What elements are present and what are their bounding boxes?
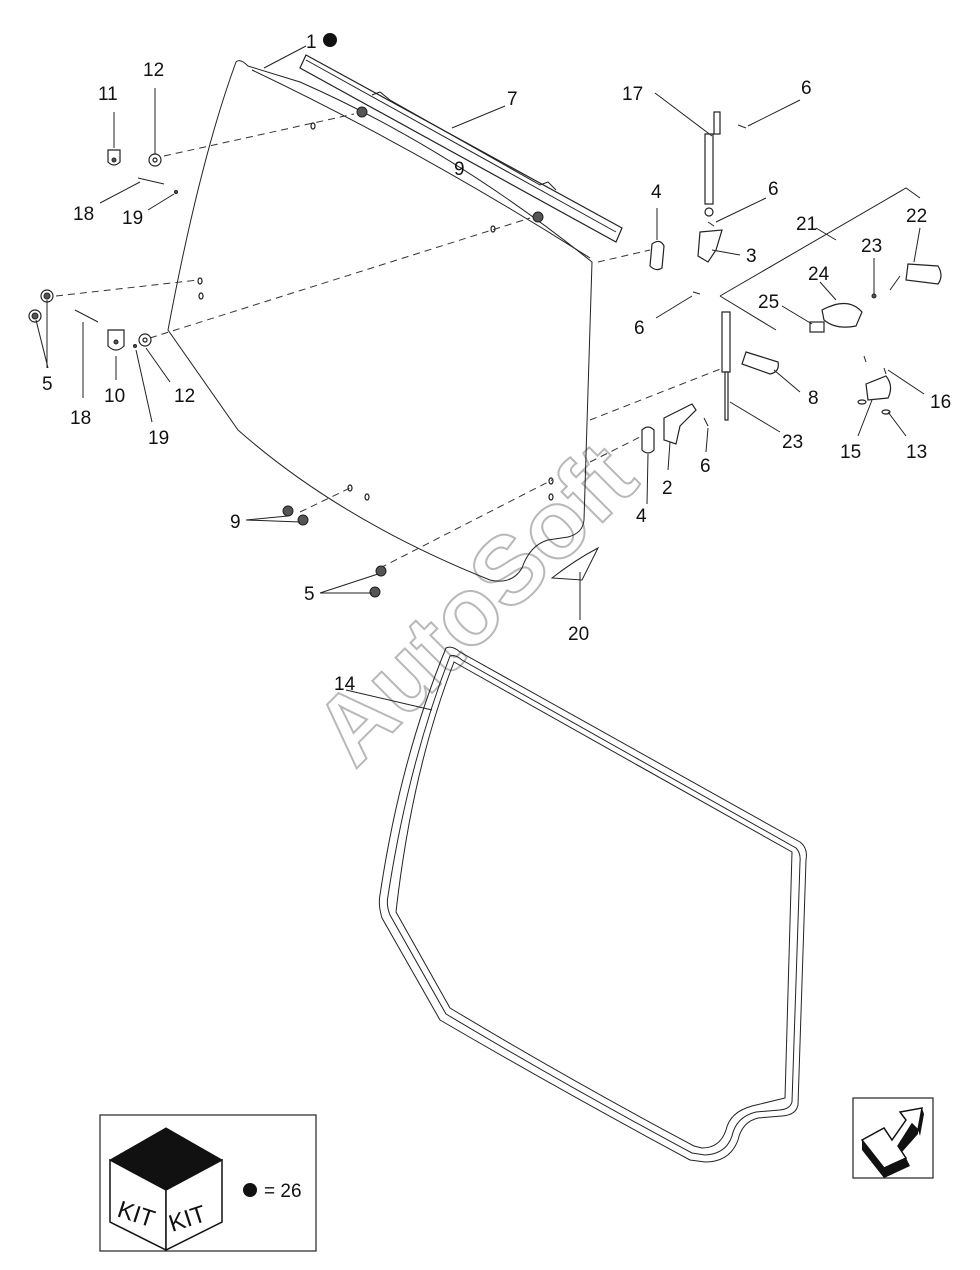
callout-20: 20 <box>568 624 589 645</box>
callout-23: 23 <box>782 432 803 453</box>
callout-13: 13 <box>906 442 927 463</box>
callout-15: 15 <box>840 442 861 463</box>
callout-4: 4 <box>636 506 647 527</box>
next-page-arrow-button[interactable] <box>852 1097 934 1179</box>
kit-legend: KIT KIT = 26 <box>99 1114 317 1252</box>
callout-12: 12 <box>174 386 195 407</box>
callout-8: 8 <box>808 388 819 409</box>
callout-1: 1 <box>306 32 317 53</box>
handle-assembly <box>719 187 942 415</box>
callout-2: 2 <box>662 478 673 499</box>
callout-18: 18 <box>73 204 94 225</box>
callout-18: 18 <box>70 408 91 429</box>
callout-11: 11 <box>98 84 118 105</box>
right-hardware <box>550 111 779 581</box>
callout-14: 14 <box>334 674 356 695</box>
kit-box-icon: KIT KIT <box>108 1127 224 1252</box>
callout-numbers: 1 7 9 11 12 18 19 17 6 6 4 21 22 3 23 24… <box>42 32 951 695</box>
next-page-arrow-icon <box>860 1107 924 1178</box>
callout-19: 19 <box>122 208 143 229</box>
callout-19: 19 <box>148 428 169 449</box>
callout-22: 22 <box>906 206 927 227</box>
callout-10: 10 <box>104 386 125 407</box>
callout-9: 9 <box>230 512 241 533</box>
left-hardware <box>28 149 387 598</box>
rear-window-glass <box>167 60 593 582</box>
kit-legend-text: = 26 <box>264 1181 302 1202</box>
callout-24: 24 <box>808 264 830 285</box>
callout-6: 6 <box>700 456 711 477</box>
callout-17: 17 <box>622 84 643 105</box>
callout-5: 5 <box>42 374 53 395</box>
kit-legend-dot <box>243 1183 257 1197</box>
callout-21: 21 <box>796 214 817 235</box>
top-trim-strip <box>299 54 623 243</box>
assembly-dashed-lines <box>55 113 729 569</box>
callout-4: 4 <box>651 182 662 203</box>
watermark: AutoSoft <box>294 423 656 785</box>
callout-23: 23 <box>861 236 882 257</box>
callout-5: 5 <box>304 584 315 605</box>
callout-6: 6 <box>634 318 645 339</box>
callout-3: 3 <box>746 246 757 267</box>
callout-7: 7 <box>507 89 518 110</box>
kit-marker-dot <box>323 33 337 47</box>
callout-16: 16 <box>930 392 951 413</box>
callout-12: 12 <box>143 60 164 81</box>
callout-6: 6 <box>801 78 812 99</box>
window-seal-gasket <box>378 646 807 1163</box>
callout-leaders <box>35 45 925 711</box>
callout-9: 9 <box>454 159 465 180</box>
callout-25: 25 <box>758 292 779 313</box>
callout-6: 6 <box>768 179 779 200</box>
